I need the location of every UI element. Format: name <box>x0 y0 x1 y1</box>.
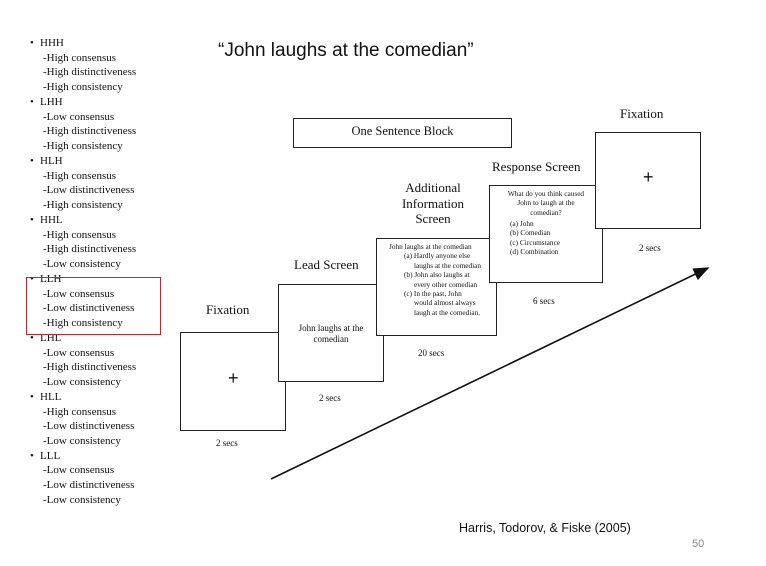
response-option: (d) Combination <box>510 247 559 257</box>
condition-hhh: • HHH -High consensus -High distinctiveness… <box>30 36 180 95</box>
additional-info-label: Additional Information Screen <box>401 180 465 226</box>
condition-dimension: -Low consensus <box>43 287 115 300</box>
response-question-line: comedian? <box>530 207 562 217</box>
condition-dimension: -Low distinctiveness <box>43 302 135 315</box>
condition-hlh: • HLH -High consensus -Low distinctiveness -… <box>30 154 180 213</box>
bullet: • <box>30 95 34 108</box>
bullet: • <box>30 272 34 285</box>
condition-code-text: LHH <box>40 95 63 108</box>
condition-dimension: -High consistency <box>43 81 123 94</box>
condition-code: • LLH <box>30 272 180 287</box>
bullet: • <box>30 331 34 344</box>
condition-dimension: -Low distinctiveness <box>43 184 135 197</box>
additional-info-text: John laughs at the comedian(a) Hardly an… <box>377 242 496 317</box>
condition-code-text: HLH <box>40 154 63 167</box>
fixation-cross-1: + <box>228 368 239 388</box>
fixation-screen-2: + <box>595 132 701 229</box>
condition-dimension: -High consensus <box>43 228 117 241</box>
condition-dimension: -High distinctiveness <box>43 125 137 138</box>
condition-list: • HHH -High consensus -High distinctiveness… <box>30 36 180 508</box>
condition-dimension: -Low consensus <box>43 346 115 359</box>
condition-dimension: -Low consistency <box>43 258 121 271</box>
condition-code-text: HHH <box>40 37 64 49</box>
additional-info-line: (b) John also laughs at <box>404 270 470 280</box>
fixation-label-1: Fixation <box>206 302 250 317</box>
condition-dimension: -High consensus <box>43 169 117 182</box>
condition-hhl: • HHL -High consensus -High distinctiveness… <box>30 213 180 272</box>
additional-info-line: laugh at the comedian. <box>414 307 481 317</box>
condition-lhh: • LHH -Low consensus -High distinctiveness -… <box>30 95 180 154</box>
condition-code: • HHH <box>30 36 180 51</box>
condition-dimension: -Low consistency <box>43 376 121 389</box>
condition-dimension: -High distinctiveness <box>43 66 137 79</box>
additional-info-time: 20 secs <box>418 348 445 358</box>
response-question-line: What do you think caused <box>507 189 585 198</box>
response-option: (b) Comedian <box>510 228 551 238</box>
condition-dimension: -High consensus <box>43 51 117 64</box>
condition-dimension: -Low consensus <box>43 110 115 123</box>
condition-code: • LLL <box>30 449 180 464</box>
additional-info-line: laughs at the comedian <box>414 260 482 270</box>
condition-lll: • LLL -Low consensus -Low distinctiveness -L… <box>30 449 180 508</box>
condition-dimension: -Low consistency <box>43 494 121 507</box>
bullet: • <box>30 213 34 226</box>
bullet: • <box>30 449 34 462</box>
response-screen-label: Response Screen <box>492 159 581 174</box>
additional-info-screen: John laughs at the comedian(a) Hardly an… <box>376 238 497 336</box>
fixation-label-2: Fixation <box>620 106 664 121</box>
response-options: (a) John(b) Comedian(c) Circumstance(d) … <box>510 219 560 257</box>
lead-screen-text: John laughs at the comedian <box>298 323 364 344</box>
condition-dimension: -High consistency <box>43 317 123 330</box>
condition-dimension: -High distinctiveness <box>43 361 137 374</box>
one-sentence-block-label: One Sentence Block <box>351 124 454 138</box>
condition-code-text: HLL <box>40 390 62 403</box>
condition-dimension: -Low distinctiveness <box>43 479 135 492</box>
lead-screen-time: 2 secs <box>319 393 341 403</box>
condition-code: • HLH <box>30 154 180 169</box>
citation: Harris, Todorov, & Fiske (2005) <box>459 521 631 535</box>
condition-dimension: -High consistency <box>43 199 123 212</box>
response-screen-time: 6 secs <box>533 296 555 306</box>
additional-info-line: (c) In the past, John <box>404 289 462 299</box>
bullet: • <box>30 37 34 49</box>
response-option: (a) John <box>510 219 534 228</box>
condition-code-text: LLH <box>40 272 62 285</box>
additional-info-line: every other comedian <box>414 279 478 289</box>
response-question-line: John to laugh at the <box>517 198 575 208</box>
condition-dimension: -High distinctiveness <box>43 243 137 256</box>
fixation-time-1: 2 secs <box>216 438 238 448</box>
bullet: • <box>30 390 34 403</box>
condition-code: • HLL <box>30 390 180 405</box>
condition-code: • HHL <box>30 213 180 228</box>
additional-info-line: (a) Hardly anyone else <box>404 251 471 261</box>
condition-dimension: -Low consistency <box>43 435 121 448</box>
condition-dimension: -High consensus <box>43 405 117 418</box>
slide-title: “John laughs at the comedian” <box>218 40 474 61</box>
condition-code-text: HHL <box>40 213 63 226</box>
condition-code-text: LLL <box>40 449 61 462</box>
bullet: • <box>30 154 34 167</box>
additional-info-line: would almost always <box>414 298 476 308</box>
page-number: 50 <box>692 538 705 550</box>
condition-dimension: -Low consensus <box>43 464 115 477</box>
one-sentence-block: One Sentence Block <box>293 118 512 148</box>
highlight-box-llh <box>26 277 161 335</box>
condition-hll: • HLL -High consensus -Low distinctiveness -… <box>30 390 180 449</box>
condition-llh: • LLH -Low consensus -Low distinctiveness -H… <box>30 272 180 331</box>
condition-lhl: •LHL-Low consensus-High distinctiveness-… <box>30 331 180 390</box>
fixation-cross-2: + <box>643 167 654 187</box>
condition-code: • LHH <box>30 95 180 110</box>
condition-dimension: -High consistency <box>43 140 123 153</box>
condition-dimension: -Low distinctiveness <box>43 420 135 433</box>
response-option: (c) Circumstance <box>510 237 561 247</box>
lead-screen-label: Lead Screen <box>294 257 359 272</box>
additional-info-line: John laughs at the comedian <box>389 242 472 251</box>
fixation-time-2: 2 secs <box>639 243 661 253</box>
